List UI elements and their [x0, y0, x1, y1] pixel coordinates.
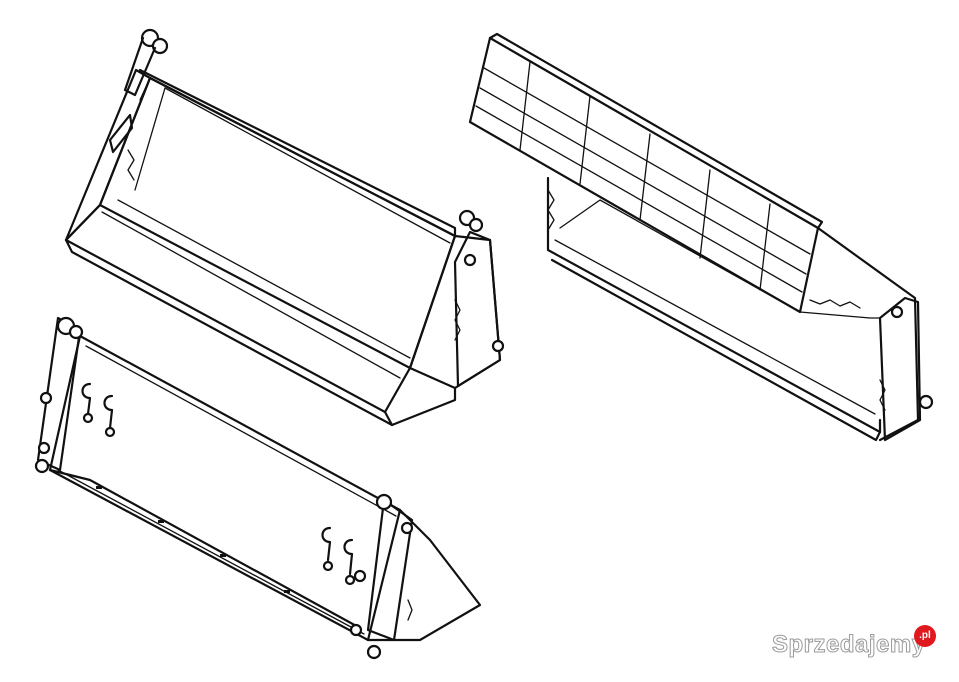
bucket3-left-pin-4 — [37, 441, 51, 455]
bucket1-floor-crease — [101, 211, 401, 379]
bucket3-right-frame — [366, 498, 414, 642]
bucket2-grille-bar-2 — [479, 87, 807, 275]
bucket3-hook-2-eye — [104, 426, 116, 438]
bucket3-hook-1 — [81, 382, 92, 416]
standard-bucket — [64, 28, 505, 427]
bucket2-grille-rib-5 — [759, 203, 771, 291]
bucket3-hook-3-eye — [322, 560, 334, 572]
bucket2-bolt-2 — [918, 394, 934, 410]
bucket3-left-pin-3 — [39, 391, 53, 405]
bucket3-right-pin-1 — [375, 493, 393, 511]
bucket1-left-hinge-arm — [123, 36, 157, 97]
bucket1-floor-crease2 — [117, 199, 411, 359]
bucket1-top-rail — [164, 87, 451, 244]
bucket1-left-serration — [127, 149, 135, 181]
bucket2-right-side — [816, 226, 920, 442]
bucket2-grille-rib-1 — [519, 61, 531, 151]
bucket2-side-edge — [799, 311, 881, 319]
bucket1-right-pin-2 — [468, 217, 484, 233]
bucket-with-grille — [468, 32, 934, 442]
bucket2-grille-rib-3 — [639, 133, 651, 221]
bucket3-right-pin-3 — [353, 569, 367, 583]
bucket3-hook-4-eye — [344, 574, 356, 586]
bucket3-tab-3 — [220, 554, 226, 557]
bucket2-floor-line — [554, 239, 876, 415]
bucket2-grille-bar-3 — [475, 105, 803, 293]
bucket3-tab-4 — [284, 590, 290, 593]
bucket3-left-pin-2 — [68, 324, 84, 340]
watermark-badge: .pl — [914, 625, 936, 647]
bucket1-right-bolt-1 — [463, 253, 477, 267]
bucket3-left-pin-5 — [34, 458, 50, 474]
bucket2-bolt-1 — [890, 305, 904, 319]
bucket3-bottom-line — [57, 469, 365, 635]
bucket1-right-serration — [454, 299, 461, 341]
bucket2-serration — [809, 299, 861, 309]
bucket3-top-line — [85, 345, 397, 517]
bucket2-cutting-edge — [550, 258, 882, 442]
bucket1-left-bracket — [108, 113, 134, 154]
bucket3-right-pin-4 — [349, 623, 363, 637]
bucket3-tab-1 — [96, 486, 102, 489]
bucket3-right-pin-2 — [400, 521, 414, 535]
bucket1-right-bottom — [390, 386, 457, 427]
bucket3-hook-4 — [343, 538, 354, 576]
bucket2-grille-rib-2 — [579, 95, 591, 185]
bucket2-front-edge — [546, 176, 882, 434]
bucket3-underside — [48, 468, 362, 630]
bucket3-tab-2 — [158, 520, 164, 523]
bucket1-floor — [64, 203, 412, 414]
watermark: Sprzedajemy .pl — [772, 623, 947, 667]
bucket1-back-edge — [134, 87, 166, 191]
bucket3-hook-1-eye — [82, 412, 94, 424]
bucket3-right-serration — [407, 599, 413, 621]
bucket2-grille-top-lip — [488, 32, 824, 230]
bucket1-top-beam — [138, 68, 457, 238]
bucket1-back-wall — [98, 76, 457, 370]
bucket1-right-side — [408, 234, 502, 390]
bucket2-right-plate — [878, 296, 922, 442]
bucket1-left-side — [64, 68, 152, 242]
bucket2-left-serration — [547, 189, 555, 231]
bucket2-grille-rib-4 — [699, 169, 711, 259]
bucket1-right-plate — [453, 230, 502, 388]
bucket2-floor-back — [559, 199, 801, 313]
bucket3-hook-2 — [103, 394, 114, 430]
bucket3-right-side — [366, 508, 482, 642]
bucket3-hook-3 — [321, 526, 332, 562]
watermark-text: Sprzedajemy — [772, 631, 926, 659]
bucket3-right-pin-5 — [366, 644, 382, 660]
bucket-back-with-hooks — [34, 316, 482, 660]
bucket2-right-serration — [879, 379, 886, 411]
bucket1-right-bolt-2 — [491, 339, 505, 353]
bucket1-left-pin-2 — [151, 37, 169, 55]
